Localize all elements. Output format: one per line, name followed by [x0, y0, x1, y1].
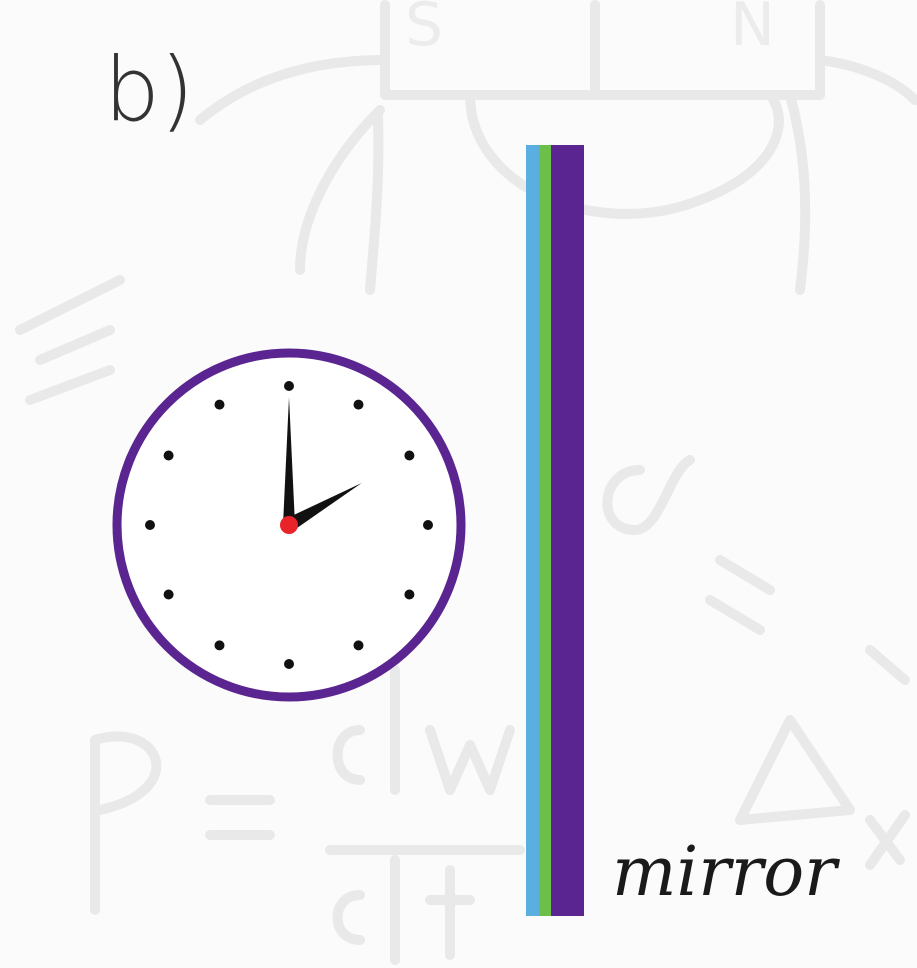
hour-marker [145, 520, 155, 530]
clock [117, 353, 461, 697]
mirror-label: mirror [612, 828, 837, 918]
center-pin [280, 516, 298, 534]
hour-marker [215, 640, 225, 650]
hour-marker [354, 640, 364, 650]
mirror-middle-layer [539, 145, 551, 916]
hour-marker [164, 590, 174, 600]
hour-marker [164, 451, 174, 461]
mirror [526, 145, 584, 916]
hour-marker [404, 451, 414, 461]
hour-marker [423, 520, 433, 530]
hour-marker [284, 381, 294, 391]
hour-marker [284, 659, 294, 669]
hour-marker [215, 400, 225, 410]
mirror-front-layer [526, 145, 539, 916]
hour-marker [354, 400, 364, 410]
hour-marker [404, 590, 414, 600]
mirror-back-layer [551, 145, 584, 916]
